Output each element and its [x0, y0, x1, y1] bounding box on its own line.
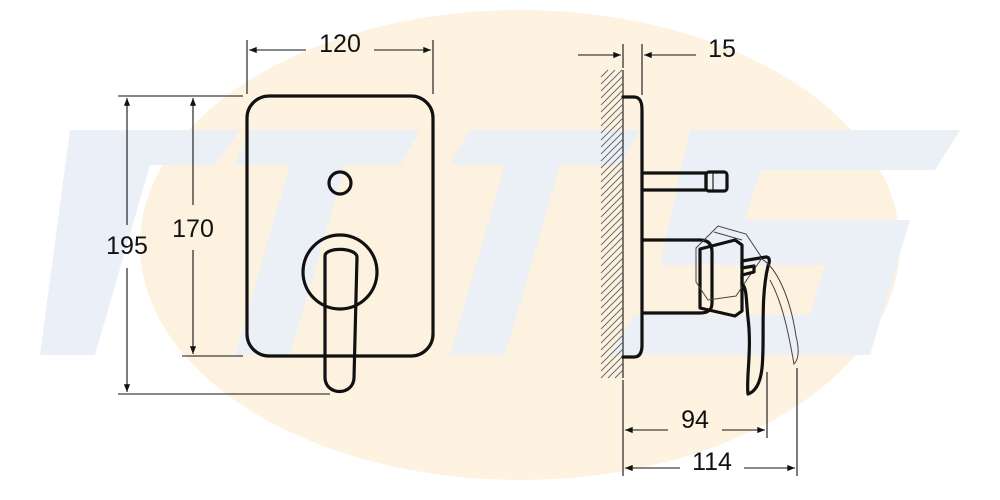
dimension-plate-depth: 15	[578, 35, 736, 95]
dimension-overall-height: 195	[106, 95, 330, 395]
hatch-line	[600, 124, 624, 148]
hatch-line	[600, 250, 624, 274]
hatch-line	[600, 103, 624, 127]
hatch-line	[607, 362, 624, 379]
hatch-line	[600, 208, 624, 232]
hatch-line	[600, 320, 624, 344]
hatch-line	[600, 69, 616, 85]
hatch-line	[600, 159, 624, 183]
hatch-line	[600, 173, 624, 197]
hatch-line	[614, 369, 624, 379]
hatch-line	[600, 285, 624, 309]
hatch-line	[600, 201, 624, 225]
hatch-line	[600, 117, 624, 141]
hatch-line	[600, 138, 624, 162]
hatch-line	[600, 131, 624, 155]
brand-watermark-icon	[40, 10, 960, 480]
hatch-line	[600, 334, 624, 358]
plate-depth-label: 15	[708, 35, 736, 63]
valve-side-view-icon	[621, 95, 799, 396]
hatch-line	[600, 110, 624, 134]
plate-height-label: 170	[172, 215, 214, 243]
dimension-total-depth: 114	[624, 368, 798, 476]
hatch-line	[600, 152, 624, 176]
hatch-line	[600, 180, 624, 204]
hatch-line	[600, 166, 624, 190]
hatch-line	[600, 327, 624, 351]
hatch-line	[600, 145, 624, 169]
hatch-line	[600, 313, 624, 337]
hatch-line	[600, 257, 624, 281]
hatch-line	[600, 236, 624, 260]
overall-height-label: 195	[106, 232, 148, 260]
hatch-line	[600, 82, 624, 106]
hatch-line	[600, 271, 624, 295]
plate-width-label: 120	[319, 30, 361, 58]
hatch-line	[600, 96, 624, 120]
hatch-line	[600, 69, 609, 78]
hatch-line	[600, 215, 624, 239]
hatch-line	[600, 187, 624, 211]
hatch-line	[600, 306, 624, 330]
hatch-line	[600, 341, 624, 365]
hatch-line	[600, 89, 624, 113]
wall-hatching	[600, 69, 624, 379]
dimension-plate-width: 120	[246, 30, 434, 94]
hatch-line	[600, 348, 624, 372]
hatch-line	[600, 75, 624, 99]
hatch-line	[600, 243, 624, 267]
dimension-plate-height: 170	[172, 95, 243, 357]
handle-base-depth-label: 94	[681, 406, 709, 434]
valve-front-view-icon	[245, 94, 435, 394]
hatch-line	[600, 69, 623, 92]
dimension-handle-base-depth: 94	[622, 372, 768, 476]
hatch-line	[600, 292, 624, 316]
hatch-line	[621, 376, 624, 379]
total-depth-label: 114	[692, 448, 732, 476]
hatch-line	[600, 229, 624, 253]
hatch-line	[600, 222, 624, 246]
hatch-line	[600, 278, 624, 302]
hatch-line	[600, 355, 624, 379]
hatch-line	[600, 194, 624, 218]
hatch-line	[600, 264, 624, 288]
hatch-line	[600, 299, 624, 323]
